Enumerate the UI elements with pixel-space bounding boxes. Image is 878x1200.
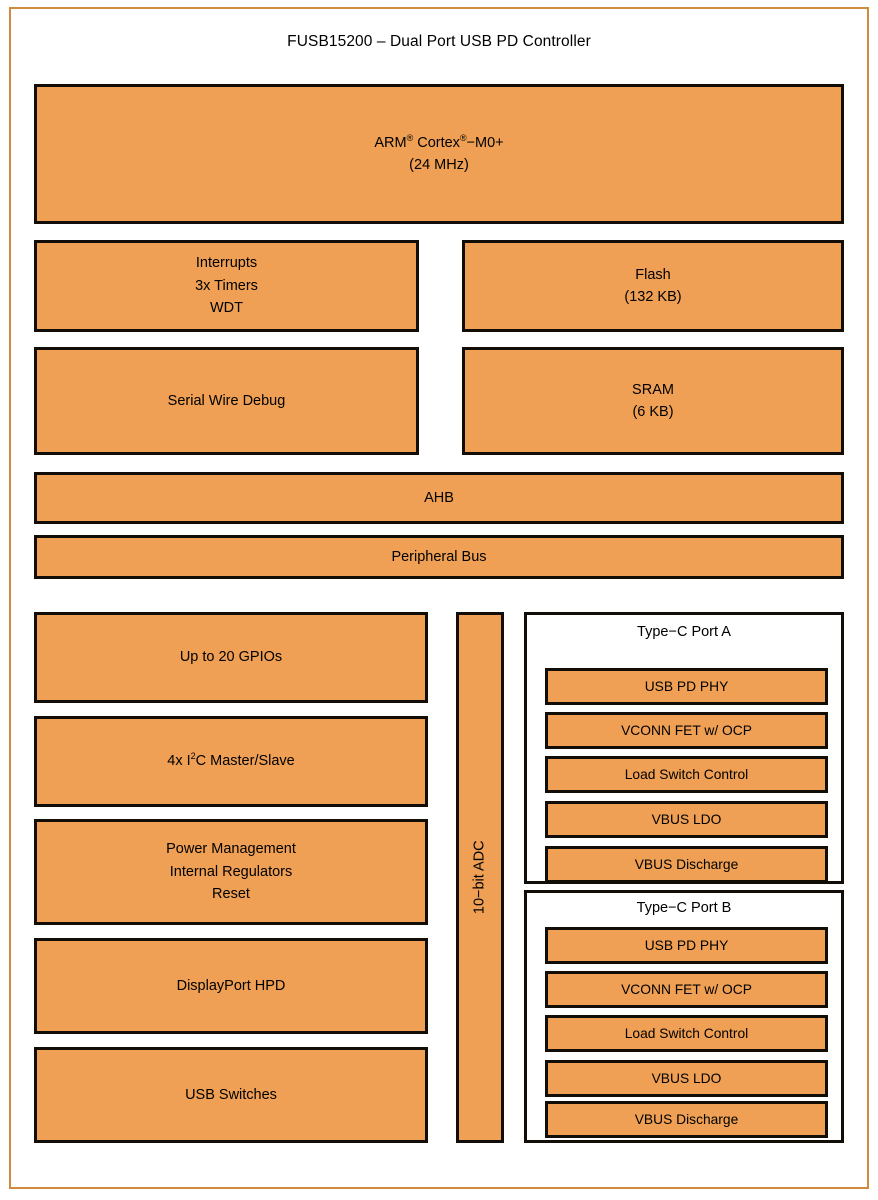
gpio-label: Up to 20 GPIOs xyxy=(179,649,283,666)
sram-line2: (6 KB) xyxy=(632,404,674,420)
block-port-a-vbus-ldo: VBUS LDO xyxy=(545,801,828,838)
power-line3: Reset xyxy=(212,886,250,903)
block-port-b-usb-pd-phy: USB PD PHY xyxy=(545,927,828,964)
interrupts-line1: Interrupts xyxy=(195,255,258,272)
port-a-block-label-4: VBUS Discharge xyxy=(634,856,739,872)
diagram-canvas: FUSB15200 – Dual Port USB PD Controller … xyxy=(12,10,866,1186)
block-gpio: Up to 20 GPIOs xyxy=(34,612,428,703)
block-port-a-vbus-discharge: VBUS Discharge xyxy=(545,846,828,883)
block-port-a-usb-pd-phy: USB PD PHY xyxy=(545,668,828,705)
block-serial-wire-debug: Serial Wire Debug xyxy=(34,347,419,455)
block-power-management: Power Management Internal Regulators Res… xyxy=(34,819,428,925)
port-a-block-label-1: VCONN FET w/ OCP xyxy=(621,722,752,738)
swd-label: Serial Wire Debug xyxy=(167,392,286,409)
port-a-block-label-3: VBUS LDO xyxy=(651,811,722,827)
i2c-prefix: 4x I xyxy=(167,753,191,770)
port-b-block-label-1: VCONN FET w/ OCP xyxy=(621,981,752,997)
block-displayport-hpd: DisplayPort HPD xyxy=(34,938,428,1034)
block-port-b-vbus-ldo: VBUS LDO xyxy=(545,1060,828,1097)
core-line1-mid: Cortex xyxy=(413,134,460,151)
port-b-block-label-0: USB PD PHY xyxy=(644,937,729,953)
port-a-block-label-2: Load Switch Control xyxy=(624,766,749,782)
core-line1-prefix: ARM xyxy=(374,134,407,151)
block-10bit-adc: 10−bit ADC xyxy=(456,612,504,1143)
block-port-b-load-switch-control: Load Switch Control xyxy=(545,1015,828,1052)
block-port-b-vbus-discharge: VBUS Discharge xyxy=(545,1101,828,1138)
block-peripheral-bus: Peripheral Bus xyxy=(34,535,844,579)
ahb-label: AHB xyxy=(424,489,454,506)
usb-switches-label: USB Switches xyxy=(185,1086,277,1103)
adc-label: 10−bit ADC xyxy=(471,840,488,915)
block-ahb-bus: AHB xyxy=(34,472,844,524)
panel-type-c-port-a: Type−C Port A USB PD PHY VCONN FET w/ OC… xyxy=(524,612,844,884)
port-b-title: Type−C Port B xyxy=(636,900,732,916)
block-port-a-load-switch-control: Load Switch Control xyxy=(545,756,828,793)
port-a-title: Type−C Port A xyxy=(637,624,731,640)
core-clock: (24 MHz) xyxy=(409,157,469,173)
page-title: FUSB15200 – Dual Port USB PD Controller xyxy=(287,33,591,50)
registered-icon-1: ® xyxy=(406,132,414,143)
flash-line1: Flash xyxy=(635,266,671,283)
registered-icon-2: ® xyxy=(459,132,467,143)
block-flash: Flash (132 KB) xyxy=(462,240,844,332)
i2c-suffix: C Master/Slave xyxy=(195,753,295,770)
core-line1-suffix: −M0+ xyxy=(466,134,504,151)
block-i2c: 4x I2C Master/Slave xyxy=(34,716,428,807)
power-line2: Internal Regulators xyxy=(169,863,293,880)
interrupts-line3: WDT xyxy=(209,300,243,317)
port-a-block-label-0: USB PD PHY xyxy=(644,678,729,694)
panel-type-c-port-b: Type−C Port B USB PD PHY VCONN FET w/ OC… xyxy=(524,890,844,1143)
block-arm-cortex-m0: ARM® Cortex®−M0+ (24 MHz) xyxy=(34,84,844,224)
power-line1: Power Management xyxy=(166,841,296,858)
flash-line2: (132 KB) xyxy=(624,289,682,305)
port-b-block-label-3: VBUS LDO xyxy=(651,1070,722,1086)
port-b-block-label-4: VBUS Discharge xyxy=(634,1111,739,1127)
peripheral-bus-label: Peripheral Bus xyxy=(391,548,487,565)
interrupts-line2: 3x Timers xyxy=(195,277,258,294)
block-interrupts-timers-wdt: Interrupts 3x Timers WDT xyxy=(34,240,419,332)
port-b-block-label-2: Load Switch Control xyxy=(624,1025,749,1041)
displayport-label: DisplayPort HPD xyxy=(176,977,286,994)
block-port-b-vconn-fet: VCONN FET w/ OCP xyxy=(545,971,828,1008)
block-sram: SRAM (6 KB) xyxy=(462,347,844,455)
block-usb-switches: USB Switches xyxy=(34,1047,428,1143)
i2c-superscript: 2 xyxy=(190,751,196,762)
sram-line1: SRAM xyxy=(632,381,674,398)
block-port-a-vconn-fet: VCONN FET w/ OCP xyxy=(545,712,828,749)
